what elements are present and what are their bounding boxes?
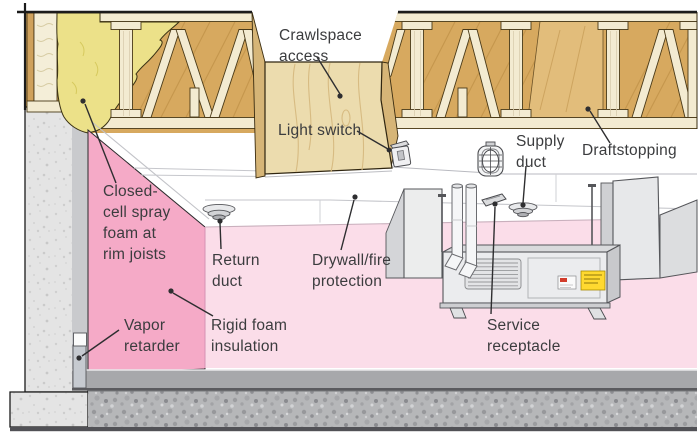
vapor-retarder-strip — [72, 332, 87, 389]
warning-sticker — [580, 270, 606, 291]
pvc-pipes — [444, 183, 478, 279]
gravel-bed — [88, 391, 697, 427]
light-switch-box — [389, 140, 412, 168]
draftstopping-panel — [527, 21, 604, 118]
rim-joist-assembly — [26, 12, 181, 134]
hatch-plywood-panel — [264, 61, 393, 175]
hanger-rods — [438, 184, 596, 252]
hvac-assembly — [385, 176, 698, 320]
ceiling-drywall-seams — [133, 166, 698, 223]
hatch-left-jamb — [251, 11, 266, 179]
unit-foot — [587, 307, 607, 320]
left-return-plenum — [385, 188, 443, 279]
border-lines — [17, 3, 697, 110]
rigid-foam-left-wall — [87, 128, 206, 375]
batt-insulation — [33, 12, 58, 103]
crawlspace-light-fixture — [477, 141, 504, 177]
crawlspace-floor — [10, 369, 697, 432]
crawlspace-access-hatch — [251, 11, 399, 179]
air-handler-unit — [439, 244, 621, 320]
floor-truss-right-section — [382, 12, 697, 129]
service-sticker — [557, 275, 577, 290]
unit-foot — [449, 307, 467, 319]
foundation-wall — [9, 106, 89, 428]
service-receptacle-box — [481, 193, 507, 207]
base-line — [10, 427, 697, 432]
footing — [9, 391, 89, 428]
return-duct-diffuser — [202, 203, 236, 221]
sill-plate — [26, 100, 64, 113]
siding-strip — [26, 12, 35, 102]
right-supply-plenum — [600, 176, 698, 281]
leader-lines — [76, 56, 611, 361]
